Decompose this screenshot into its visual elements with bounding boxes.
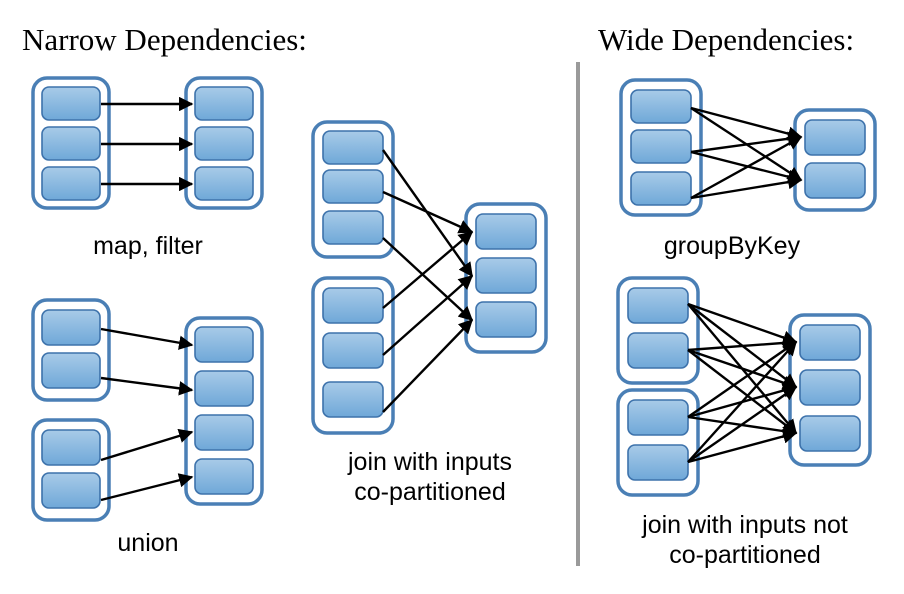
dependency-arrows-join-copartitioned bbox=[382, 149, 474, 413]
partition-block bbox=[41, 126, 101, 161]
partition-outline bbox=[184, 316, 264, 506]
partition-block bbox=[41, 309, 101, 346]
partition-block bbox=[627, 332, 689, 369]
partition-block bbox=[41, 429, 101, 466]
dependency-arrow bbox=[690, 174, 803, 200]
partition-block bbox=[627, 444, 689, 481]
caption-line: co-partitioned bbox=[669, 541, 820, 569]
dependency-arrow bbox=[382, 190, 474, 234]
dependency-arrow bbox=[382, 275, 474, 356]
partition-block bbox=[194, 86, 254, 121]
partition-block bbox=[475, 301, 537, 338]
dependency-arrow bbox=[690, 150, 803, 184]
dependency-arrow bbox=[690, 135, 803, 200]
caption-line: join with inputs bbox=[347, 448, 512, 476]
partition-container-join-not-copartitioned-src-b bbox=[616, 388, 700, 497]
partition-block bbox=[799, 369, 861, 406]
diagram-map-filter bbox=[31, 76, 264, 210]
dependency-arrow bbox=[100, 428, 194, 462]
dependency-arrow bbox=[100, 376, 194, 396]
partition-container-join-not-copartitioned-dst bbox=[788, 313, 872, 467]
section-title-narrow: Narrow Dependencies: bbox=[22, 22, 307, 57]
dependency-arrow bbox=[687, 349, 798, 434]
caption-line: join with inputs not bbox=[641, 511, 848, 539]
dependency-arrow bbox=[687, 386, 798, 463]
partition-block bbox=[194, 326, 254, 363]
dependency-arrow bbox=[687, 340, 797, 463]
partition-container-groupbykey-dst bbox=[793, 108, 877, 212]
partition-block bbox=[41, 86, 101, 121]
partition-block bbox=[41, 166, 101, 201]
partition-container-join-copartitioned-src-a bbox=[311, 120, 395, 259]
dependency-arrow bbox=[100, 327, 194, 350]
partition-block bbox=[630, 171, 692, 206]
partition-block bbox=[322, 210, 384, 245]
partition-block bbox=[799, 324, 861, 361]
partition-block bbox=[322, 332, 384, 369]
partition-container-union-dst bbox=[184, 316, 264, 506]
diagram-caption-union: union bbox=[117, 529, 178, 557]
partition-block bbox=[194, 166, 254, 201]
partition-block bbox=[322, 381, 384, 418]
caption-line: map, filter bbox=[93, 232, 203, 260]
dependency-arrow bbox=[690, 106, 803, 141]
partition-container-join-copartitioned-dst bbox=[464, 202, 548, 354]
dependency-arrows-union bbox=[100, 327, 194, 502]
section-titles: Narrow Dependencies: Wide Dependencies: bbox=[22, 22, 854, 57]
partition-block bbox=[194, 458, 254, 495]
dependency-arrow bbox=[687, 302, 798, 345]
partition-block bbox=[475, 213, 537, 250]
caption-line: groupByKey bbox=[664, 232, 801, 260]
section-title-wide: Wide Dependencies: bbox=[598, 22, 854, 57]
partition-block bbox=[322, 287, 384, 324]
partition-block bbox=[322, 130, 384, 165]
diagram-caption-map-filter: map, filter bbox=[93, 232, 203, 260]
dependency-arrow bbox=[687, 341, 798, 418]
diagram-join-not-copartitioned bbox=[616, 276, 872, 497]
dependency-arrow bbox=[690, 131, 803, 154]
dependency-arrow bbox=[100, 473, 194, 502]
partition-container-join-copartitioned-src-b bbox=[311, 276, 395, 435]
partition-block bbox=[475, 257, 537, 294]
partition-container-union-src-b bbox=[31, 418, 111, 522]
partition-block bbox=[804, 119, 866, 156]
diagram-join-copartitioned bbox=[311, 120, 548, 435]
partition-container-join-not-copartitioned-src-a bbox=[616, 276, 700, 385]
partition-container-groupbykey-src bbox=[619, 78, 703, 217]
partition-block bbox=[804, 162, 866, 199]
partition-block bbox=[41, 472, 101, 509]
partition-container-map-filter-src-1 bbox=[31, 76, 111, 210]
partition-block bbox=[194, 126, 254, 161]
diagram-union bbox=[31, 298, 264, 522]
dependency-arrows-map-filter bbox=[101, 96, 194, 192]
partition-block bbox=[41, 352, 101, 389]
caption-line: union bbox=[117, 529, 178, 557]
diagram-groupbykey bbox=[619, 78, 877, 217]
partition-container-union-src-a bbox=[31, 298, 111, 402]
diagram-caption-groupbykey: groupByKey bbox=[664, 232, 801, 260]
partition-block bbox=[194, 370, 254, 407]
dependency-arrow bbox=[382, 231, 474, 309]
partition-block bbox=[799, 415, 861, 452]
partition-block bbox=[630, 89, 692, 124]
partition-container-map-filter-dst-1 bbox=[184, 76, 264, 210]
partition-block bbox=[627, 287, 689, 324]
diagram-groups bbox=[31, 76, 877, 522]
dependency-arrows-join-not-copartitioned bbox=[687, 302, 798, 464]
partition-block bbox=[627, 399, 689, 436]
dependency-arrows-groupbykey bbox=[690, 106, 803, 200]
dependency-arrow bbox=[687, 348, 798, 390]
dependency-arrow bbox=[687, 429, 798, 464]
dependency-arrow bbox=[687, 335, 798, 352]
dependency-arrow bbox=[382, 318, 474, 413]
dependency-arrow bbox=[382, 237, 474, 321]
partition-block bbox=[194, 414, 254, 451]
partition-block bbox=[630, 129, 692, 164]
partition-block bbox=[322, 169, 384, 204]
caption-line: co-partitioned bbox=[354, 478, 505, 506]
